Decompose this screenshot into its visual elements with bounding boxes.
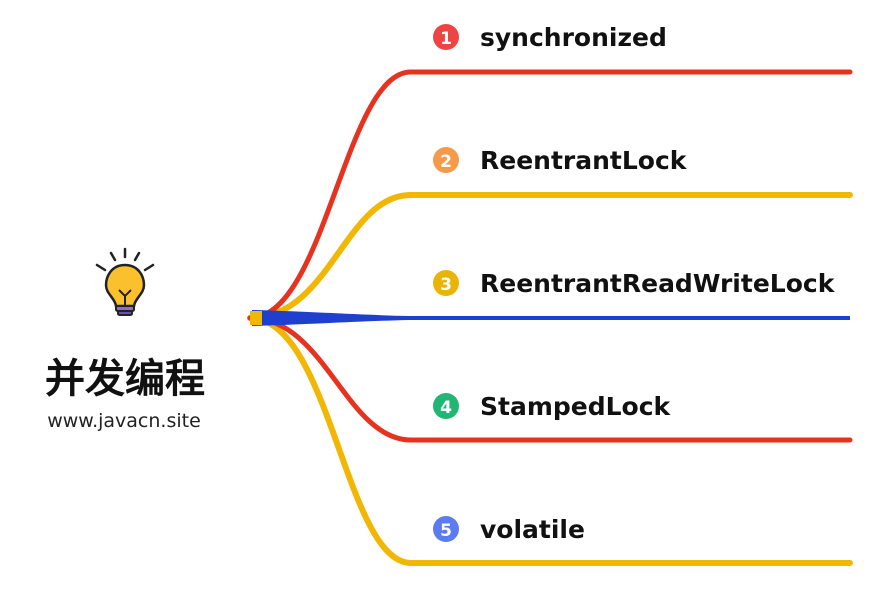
branch-line-volatile: [247, 315, 853, 566]
number-badge-2-text: 2: [440, 152, 452, 172]
branch-line-synchronized: [247, 69, 853, 321]
root-subtitle: www.javacn.site: [47, 410, 201, 432]
branch-stampedlock: 4 StampedLock: [433, 392, 672, 421]
branch-label-stampedlock: StampedLock: [480, 392, 672, 421]
root-connector: [250, 311, 262, 325]
branch-line-reentrantreadwritelock: [252, 310, 850, 326]
branch-volatile: 5 volatile: [433, 515, 585, 544]
branch-label-volatile: volatile: [480, 515, 585, 544]
number-badge-5-text: 5: [440, 521, 452, 541]
branch-line-reentrantlock: [247, 192, 853, 321]
number-badge-3: [433, 270, 459, 296]
number-badge-2: [433, 147, 459, 173]
number-badge-4: [433, 393, 459, 419]
number-badge-1-text: 1: [440, 29, 452, 49]
branch-label-synchronized: synchronized: [480, 23, 667, 52]
root-title: 并发编程: [45, 356, 205, 402]
number-badge-1: [433, 24, 459, 50]
lightbulb-icon: [95, 247, 155, 316]
number-badge-3-text: 3: [440, 275, 452, 295]
number-badge-4-text: 4: [440, 398, 452, 418]
branch-synchronized: 1 synchronized: [433, 23, 667, 52]
branch-reentrantreadwritelock: 3 ReentrantReadWriteLock: [433, 269, 836, 298]
branch-reentrantlock: 2 ReentrantLock: [433, 146, 688, 175]
branch-label-reentrantreadwritelock: ReentrantReadWriteLock: [480, 269, 836, 298]
branch-line-stampedlock: [247, 315, 853, 443]
branch-label-reentrantlock: ReentrantLock: [480, 146, 688, 175]
number-badge-5: [433, 516, 459, 542]
